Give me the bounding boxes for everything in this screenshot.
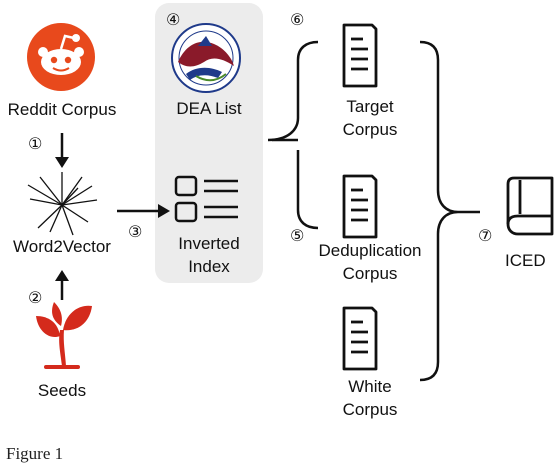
inverted-index-label-1: Inverted (178, 234, 240, 253)
pipeline-diagram (27, 3, 554, 382)
word2vector-label: Word2Vector (13, 237, 111, 256)
iced-book-icon (506, 176, 554, 236)
dedup-corpus-label-1: Deduplication (318, 241, 422, 260)
target-corpus-label-2: Corpus (342, 120, 398, 139)
reddit-corpus-label: Reddit Corpus (7, 100, 117, 119)
target-document-icon (342, 23, 378, 88)
inverted-index-label-2: Index (188, 257, 230, 276)
dedup-corpus-label-2: Corpus (342, 264, 398, 283)
figure-caption: Figure 1 (6, 444, 64, 463)
panel-to-corpus-brace (267, 40, 319, 230)
white-document-icon (342, 306, 378, 371)
step-5-marker: ⑤ (290, 226, 305, 245)
step-7-marker: ⑦ (478, 226, 493, 245)
step-4-marker: ④ (166, 10, 181, 29)
step-2-marker: ② (28, 288, 43, 307)
corpus-to-iced-brace (419, 40, 459, 382)
word2vec-icon (27, 172, 98, 236)
dea-list-label: DEA List (176, 99, 242, 118)
dedup-document-icon (342, 174, 378, 239)
step-3-marker: ③ (128, 222, 143, 241)
seeds-label: Seeds (37, 381, 87, 400)
reddit-logo-icon (27, 23, 95, 91)
inverted-index-icon (174, 175, 238, 223)
white-corpus-label-2: Corpus (342, 400, 398, 419)
target-corpus-label-1: Target (346, 97, 394, 116)
white-corpus-label-1: White (348, 377, 392, 396)
arrow-reddit-to-word2vec (55, 133, 69, 168)
dea-seal-icon (171, 23, 241, 93)
iced-label: ICED (505, 251, 546, 270)
arrow-seeds-to-word2vec (55, 270, 69, 300)
step-6-marker: ⑥ (290, 10, 305, 29)
seeds-plant-icon (36, 302, 92, 369)
arrow-word2vec-to-index (117, 204, 170, 218)
step-1-marker: ① (28, 134, 43, 153)
